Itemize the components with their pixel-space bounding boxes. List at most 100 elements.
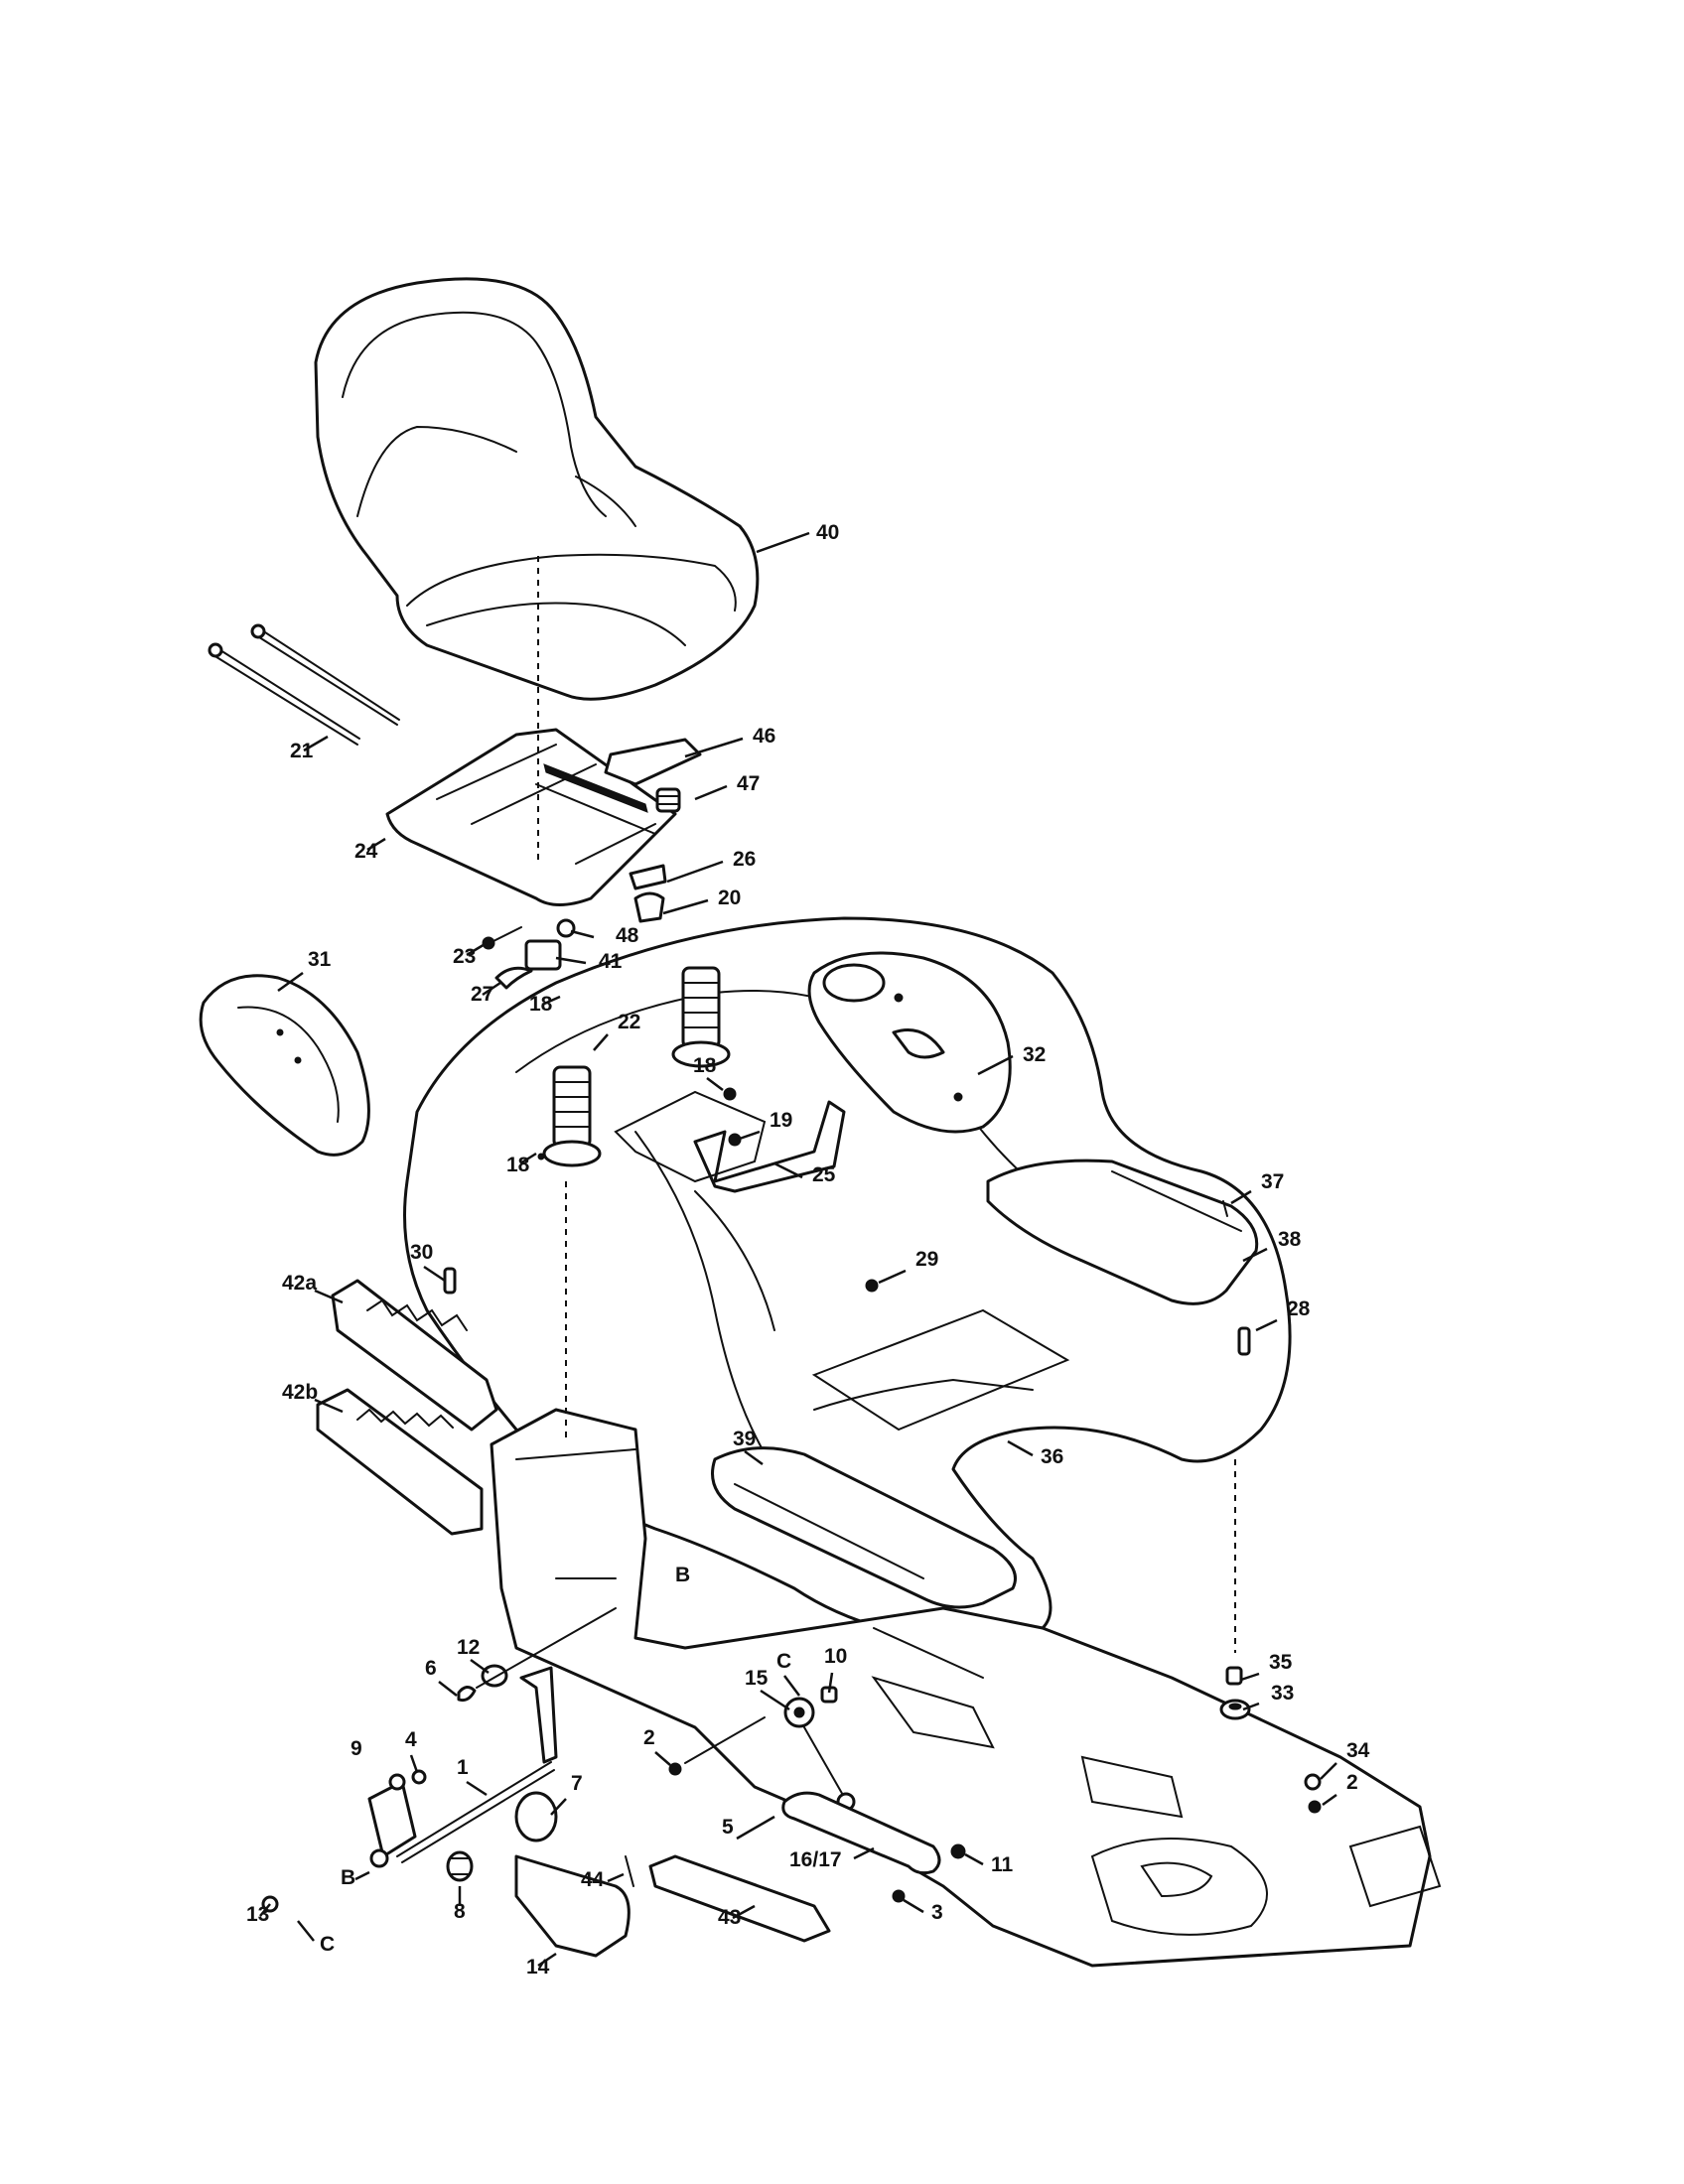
callout-label-27: 27 [471,983,493,1006]
leader-line-42a [314,1289,344,1304]
callout-label-38: 38 [1278,1228,1302,1251]
callout-label-42a: 42a [282,1272,317,1295]
leader-line-C2 [297,1920,315,1942]
seat-adjust-plate-42b [316,1388,484,1536]
nut-19 [728,1133,742,1147]
callout-label-12: 12 [457,1636,480,1659]
leader-line-42b [314,1398,344,1414]
leader-line-40 [756,531,810,554]
tractor-frame [490,1408,1442,1968]
leader-line-2 [654,1751,671,1766]
pivot-15 [783,1697,815,1728]
leader-line-46 [684,737,744,758]
leader-line-29 [878,1269,907,1285]
callout-label-41: 41 [599,950,623,973]
leader-line-22 [593,1033,609,1051]
callout-label-14: 14 [526,1956,550,1979]
callout-label-39: 39 [733,1428,756,1450]
washer-4 [411,1769,427,1785]
leader-line-26 [666,860,724,884]
left-foot-plate [711,1446,1017,1609]
callout-leaders [259,531,1337,1968]
callout-label-19: 19 [770,1109,792,1132]
callout-label-35: 35 [1269,1651,1293,1674]
lift-bar [648,1854,831,1943]
bolt-48 [556,918,576,938]
washer-9 [388,1773,406,1791]
nut-18c [537,1153,545,1160]
leader-line-25 [773,1161,803,1179]
callout-label-42b: 42b [282,1381,318,1404]
leader-line-44 [607,1872,625,1883]
leader-line-18b [706,1077,724,1091]
bolt-35 [1225,1666,1243,1686]
leader-line-24 [366,837,386,852]
leader-line-31 [277,971,304,993]
leader-line-47 [694,784,728,801]
floor-plate [811,1308,1070,1432]
washer-34 [1304,1773,1322,1791]
seat-spring-small [655,787,681,813]
leader-line-14 [537,1952,557,1968]
callout-label-9: 9 [351,1737,362,1760]
seat-springs [542,966,731,1167]
callout-label-25: 25 [812,1163,836,1186]
callout-label-22: 22 [618,1011,640,1033]
callout-label-20: 20 [718,887,741,909]
leader-line-41 [555,956,587,965]
callout-label-43: 43 [718,1906,741,1929]
leader-line-35 [1240,1672,1260,1682]
callout-label-28: 28 [1287,1297,1311,1320]
callout-label-29: 29 [915,1248,938,1271]
callout-label-31: 31 [308,948,332,971]
callout-label-4: 4 [405,1728,417,1751]
callout-label-16-17: 16/17 [789,1848,842,1871]
leader-line-18 [541,995,561,1007]
bolt-11 [950,1843,966,1859]
screw-23 [482,926,522,950]
leader-line-13 [259,1903,271,1917]
callout-label-34: 34 [1346,1739,1370,1762]
callout-label-26: 26 [733,848,756,871]
leader-line-1 [466,1780,488,1797]
leader-line-12 [470,1658,490,1675]
lift-lever [514,1854,631,1958]
clip-27 [494,966,533,990]
pin-44 [625,1855,634,1887]
bolt-30 [443,1267,457,1295]
callout-label-32: 32 [1023,1043,1046,1066]
clip-6 [457,1686,477,1703]
leader-line-48 [570,929,595,939]
leader-line-20 [662,898,709,915]
callout-label-C2: C [320,1933,335,1956]
bolt-28 [1237,1326,1251,1356]
seat-switch [524,939,562,971]
callout-label-15: 15 [745,1667,769,1690]
callout-label-18b: 18 [693,1054,717,1077]
callout-label-2: 2 [643,1726,655,1749]
leader-line-5 [736,1815,775,1841]
seat-mounting-bracket [693,1100,846,1193]
leader-line-7 [550,1798,567,1816]
leader-line-3 [903,1898,924,1914]
leader-line-B2 [354,1870,370,1881]
callout-label-5: 5 [722,1816,734,1839]
leader-line-32 [977,1054,1014,1076]
nut-2b [1308,1800,1322,1814]
leader-line-30 [423,1265,446,1283]
side-storage-pocket [199,974,370,1157]
callout-label-8: 8 [454,1900,466,1923]
seat-bracket-26 [629,864,667,890]
seat [314,277,760,701]
callout-label-44: 44 [581,1868,605,1891]
control-console-plate [807,951,1012,1134]
callout-label-13: 13 [246,1903,269,1926]
callout-label-18c: 18 [506,1154,530,1176]
leader-line-16-17 [853,1846,875,1860]
right-foot-plate [986,1159,1259,1305]
leader-line-4 [409,1754,419,1773]
leader-line-23 [466,941,488,957]
callout-label-33: 33 [1271,1682,1294,1705]
